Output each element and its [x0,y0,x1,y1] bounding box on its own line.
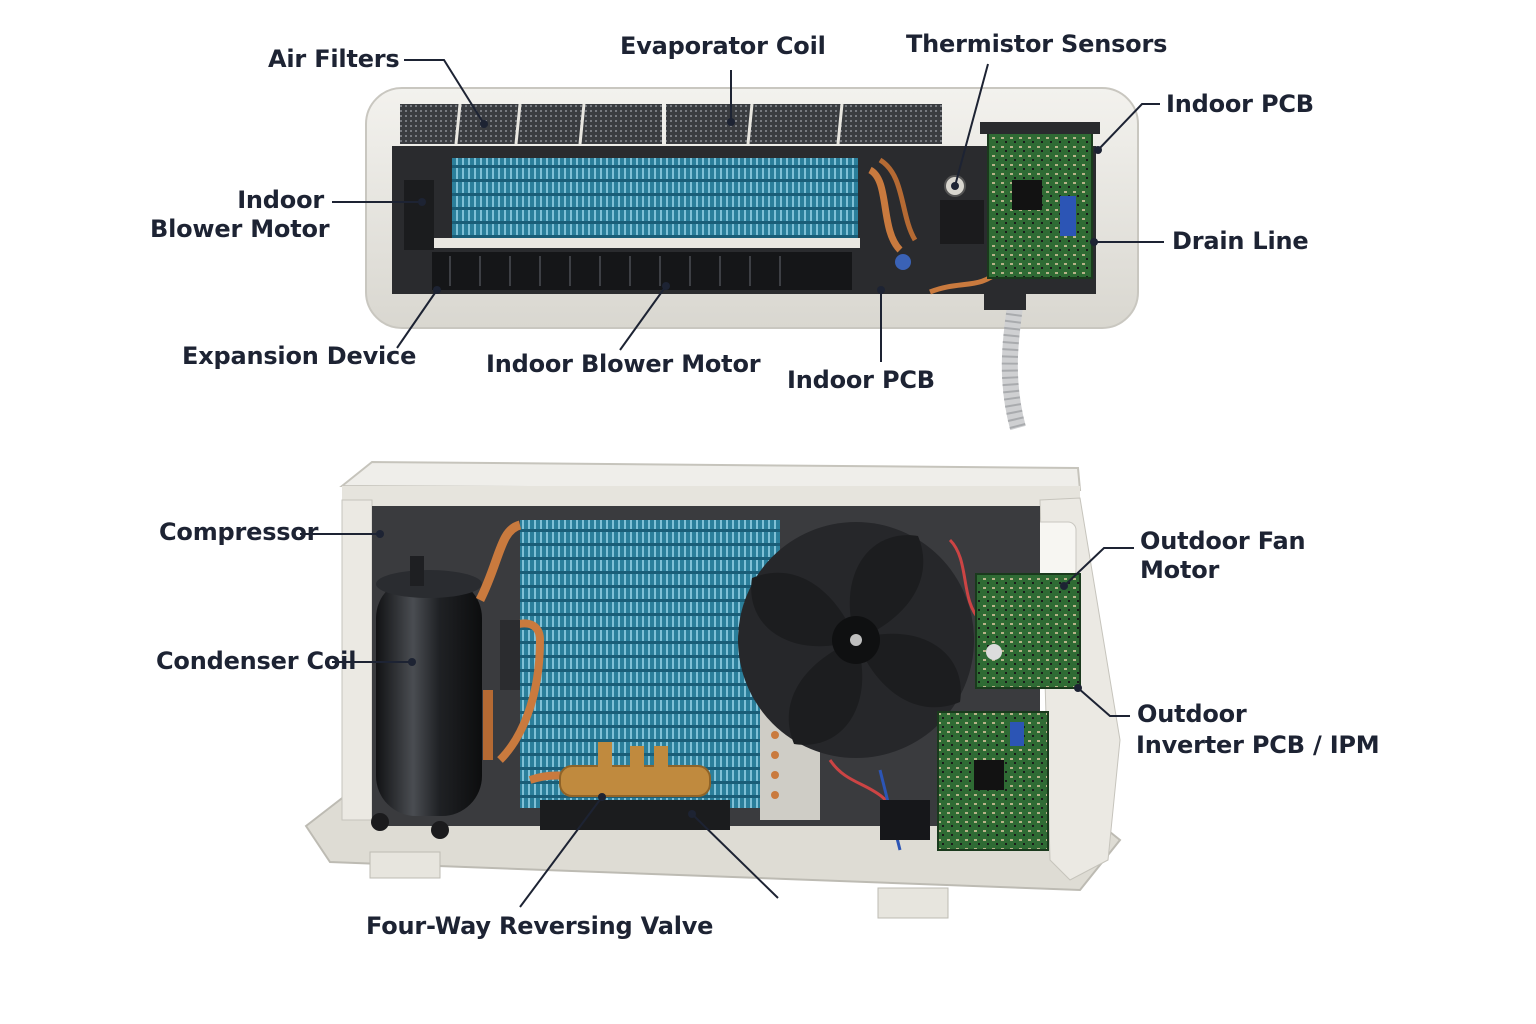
top-panel [339,460,1082,492]
leader-dots [376,118,1102,818]
label-outdoor-inverter-line1: Outdoor [1137,700,1247,728]
label-indoor-pcb-bottom: Indoor PCB [787,366,935,394]
outdoor-fan-pcb [975,573,1081,689]
evaporator-coil [452,158,858,238]
label-thermistor-sensors: Thermistor Sensors [906,30,1168,58]
label-compressor: Compressor [159,518,319,546]
label-outdoor-fan-motor-line1: Outdoor Fan [1140,527,1306,555]
label-evaporator-coil: Evaporator Coil [620,32,826,60]
label-four-way-reversing-valve: Four-Way Reversing Valve [366,912,714,940]
air-filter-left [400,104,662,144]
indoor-blower [432,252,852,290]
label-indoor-pcb-top: Indoor PCB [1166,90,1314,118]
outdoor-unit [304,460,1122,919]
compressor-body [376,578,482,816]
label-air-filters: Air Filters [268,45,400,73]
label-indoor-blower-motor-left-line1: Indoor [237,186,324,214]
label-indoor-blower-motor-bottom: Indoor Blower Motor [486,350,761,378]
condenser-coil-block [520,520,780,808]
label-condenser-coil: Condenser Coil [156,647,357,675]
air-filter-right [666,104,942,144]
label-indoor-blower-motor-left-line2: Blower Motor [150,215,330,243]
indoor-unit [365,87,1139,431]
label-expansion-device: Expansion Device [182,342,417,370]
label-outdoor-inverter-line2: Inverter PCB / IPM [1136,731,1380,759]
label-drain-line: Drain Line [1172,227,1309,255]
four-way-valve [559,765,711,797]
leader-lines [300,59,1164,908]
label-outdoor-fan-motor-line2: Motor [1140,556,1220,584]
outdoor-fan [738,522,974,758]
